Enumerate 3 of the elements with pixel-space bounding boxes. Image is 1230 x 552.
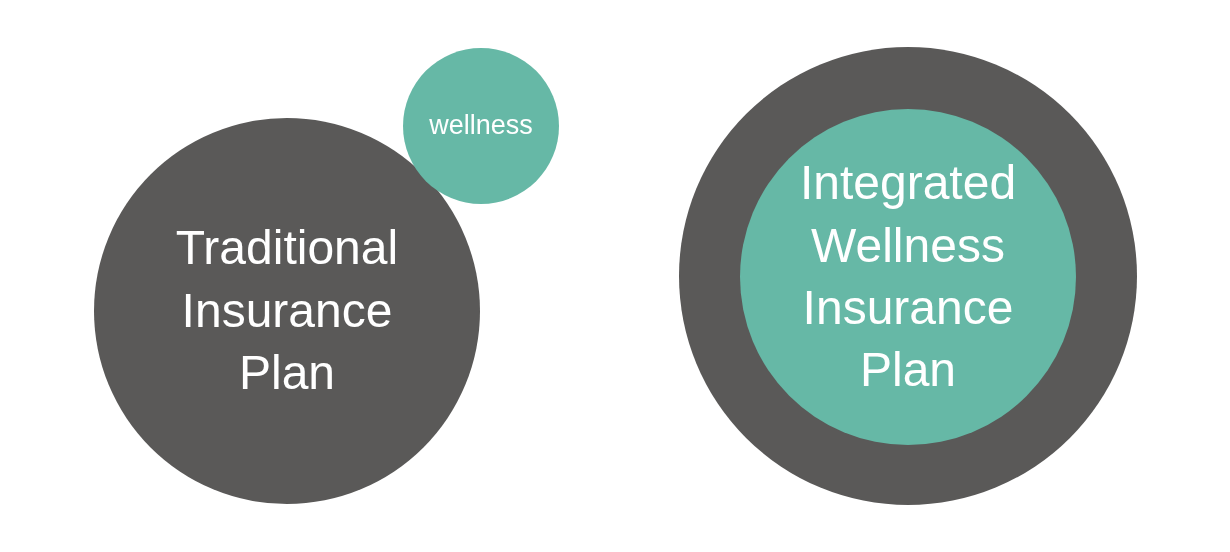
circle-label: wellness: [428, 109, 534, 143]
circle-label: Traditional Insurance Plan: [174, 220, 400, 402]
circle-label: Integrated Wellness Insurance Plan: [798, 155, 1018, 399]
